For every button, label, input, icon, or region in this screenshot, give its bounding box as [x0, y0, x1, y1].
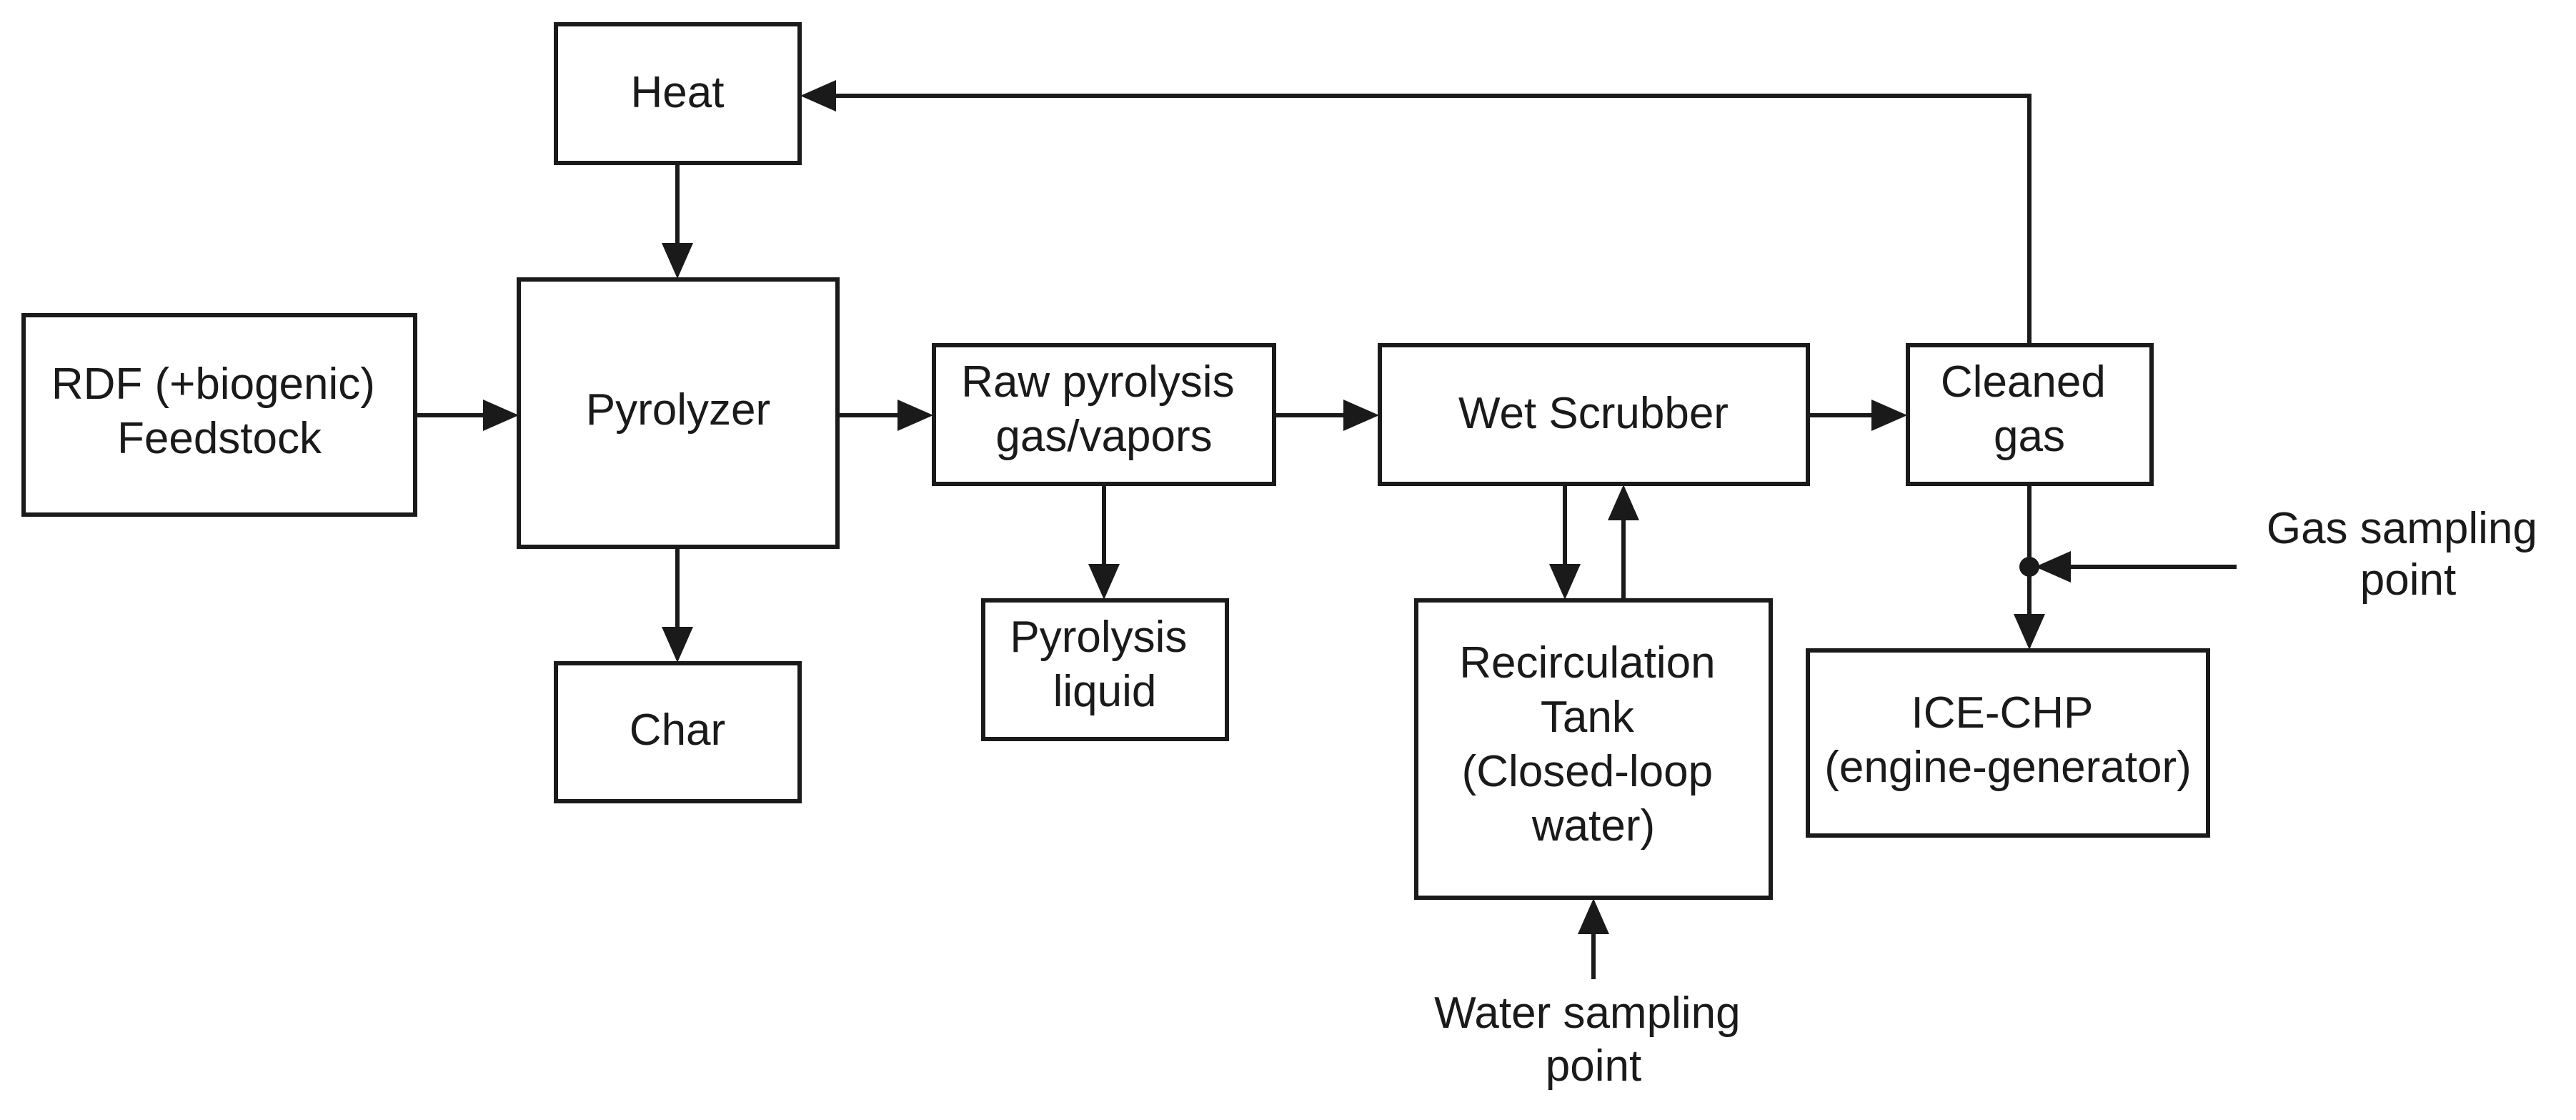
node-char-label: Char — [630, 705, 725, 755]
edge-cleaned-gas-to-ice-chp — [2014, 484, 2045, 650]
svg-text:Pyrolyzer: Pyrolyzer — [586, 385, 770, 435]
arrowhead — [483, 400, 519, 431]
arrowhead — [2014, 614, 2045, 650]
node-recirculation-tank-line-1: Recirculation — [1459, 638, 1715, 688]
arrowhead — [1343, 400, 1379, 431]
annotation-gas-sampling-point-line-2: point — [2360, 555, 2456, 605]
edge-gas-sampling — [2019, 551, 2237, 583]
node-recirculation-tank-line-2: Tank — [1541, 693, 1635, 742]
node-raw-pyrolysis-gas-line-2: gas/vapors — [995, 412, 1212, 461]
node-wet-scrubber: Wet Scrubber — [1378, 343, 1810, 486]
node-heat-label: Heat — [631, 68, 725, 117]
node-cleaned-gas-line-2: gas — [1994, 412, 2065, 461]
node-heat: Heat — [554, 22, 802, 165]
svg-text:Heat: Heat — [631, 68, 725, 117]
annotation-gas-sampling-point: Gas sampling point — [2267, 504, 2550, 605]
edge-cleaned-gas-to-heat — [800, 80, 2032, 345]
node-ice-chp: ICE-CHP (engine-generator) — [1806, 648, 2210, 838]
svg-text:RDF (+biogenic) Feedstoc: RDF (+biogenic) Feedstock — [51, 360, 387, 463]
svg-text:Water sampling point: Water sampling point — [1434, 988, 1753, 1091]
edge-scrubber-to-tank — [1549, 484, 1581, 600]
svg-text:ICE-CHP (engine-generato: ICE-CHP (engine-generator) — [1824, 688, 2192, 792]
annotation-water-sampling-point-line-2: point — [1546, 1041, 1641, 1091]
node-cleaned-gas: Cleaned gas — [1906, 343, 2154, 486]
edge-raw-gas-to-scrubber — [1274, 400, 1379, 431]
edge-rdf-to-pyrolyzer — [415, 400, 519, 431]
edge-scrubber-to-cleaned-gas — [1808, 400, 1907, 431]
annotation-water-sampling-point-line-1: Water sampling — [1434, 988, 1740, 1038]
annotation-water-sampling-point: Water sampling point — [1434, 988, 1753, 1091]
svg-text:Cleaned gas: Cleaned gas — [1941, 357, 2118, 461]
node-recirculation-tank-line-3: (Closed-loop — [1462, 747, 1714, 796]
node-pyrolysis-liquid: Pyrolysis liquid — [981, 598, 1229, 741]
svg-text:Recirculation Tank: Recirculation Tank (Closed-loop water) — [1459, 638, 1728, 851]
node-rdf-feedstock-line-2: Feedstock — [117, 414, 322, 463]
edge-water-sampling — [1578, 898, 1609, 979]
edge-tank-to-scrubber — [1608, 485, 1639, 600]
edge-raw-gas-to-liquid — [1088, 484, 1120, 600]
arrowhead — [2035, 551, 2071, 583]
svg-text:Pyrolysis liquid: Pyrolysis liquid — [1010, 613, 1199, 716]
node-raw-pyrolysis-gas-line-1: Raw pyrolysis — [961, 357, 1234, 407]
node-recirculation-tank: Recirculation Tank (Closed-loop water) — [1414, 598, 1773, 900]
edge-pyrolyzer-to-raw-gas — [837, 400, 933, 431]
node-raw-pyrolysis-gas: Raw pyrolysis gas/vapors — [932, 343, 1276, 486]
arrowhead — [897, 400, 933, 431]
svg-text:Gas sampling point: Gas sampling point — [2267, 504, 2550, 605]
node-wet-scrubber-label: Wet Scrubber — [1458, 389, 1729, 438]
arrowhead — [662, 627, 693, 663]
node-pyrolyzer: Pyrolyzer — [517, 277, 840, 549]
arrowhead — [662, 243, 693, 279]
arrowhead — [800, 80, 836, 111]
node-pyrolysis-liquid-line-1: Pyrolysis — [1010, 613, 1187, 662]
svg-text:Raw pyrolysis gas/vapors: Raw pyrolysis gas/vapors — [961, 357, 1247, 461]
arrowhead — [1578, 898, 1609, 934]
node-recirculation-tank-line-4: water) — [1531, 801, 1655, 851]
arrowhead — [1608, 485, 1639, 520]
node-rdf-feedstock: RDF (+biogenic) Feedstock — [21, 313, 417, 517]
node-char: Char — [554, 661, 802, 803]
node-ice-chp-line-2: (engine-generator) — [1824, 743, 2192, 792]
sampling-junction-dot — [2019, 557, 2039, 577]
edge-pyrolyzer-to-char — [662, 547, 693, 663]
node-rdf-feedstock-line-1: RDF (+biogenic) — [51, 360, 375, 409]
arrowhead — [1549, 564, 1581, 600]
node-pyrolyzer-label: Pyrolyzer — [586, 385, 770, 435]
node-cleaned-gas-line-1: Cleaned — [1941, 357, 2106, 407]
annotation-gas-sampling-point-line-1: Gas sampling — [2267, 504, 2537, 553]
edge-heat-to-pyrolyzer — [662, 163, 693, 279]
node-ice-chp-line-1: ICE-CHP — [1911, 688, 2092, 738]
arrowhead — [1088, 564, 1120, 600]
svg-text:Char: Char — [630, 705, 725, 755]
svg-text:Wet Scrubber: Wet Scrubber — [1458, 389, 1729, 438]
arrowhead — [1871, 400, 1907, 431]
node-pyrolysis-liquid-line-2: liquid — [1053, 667, 1157, 716]
